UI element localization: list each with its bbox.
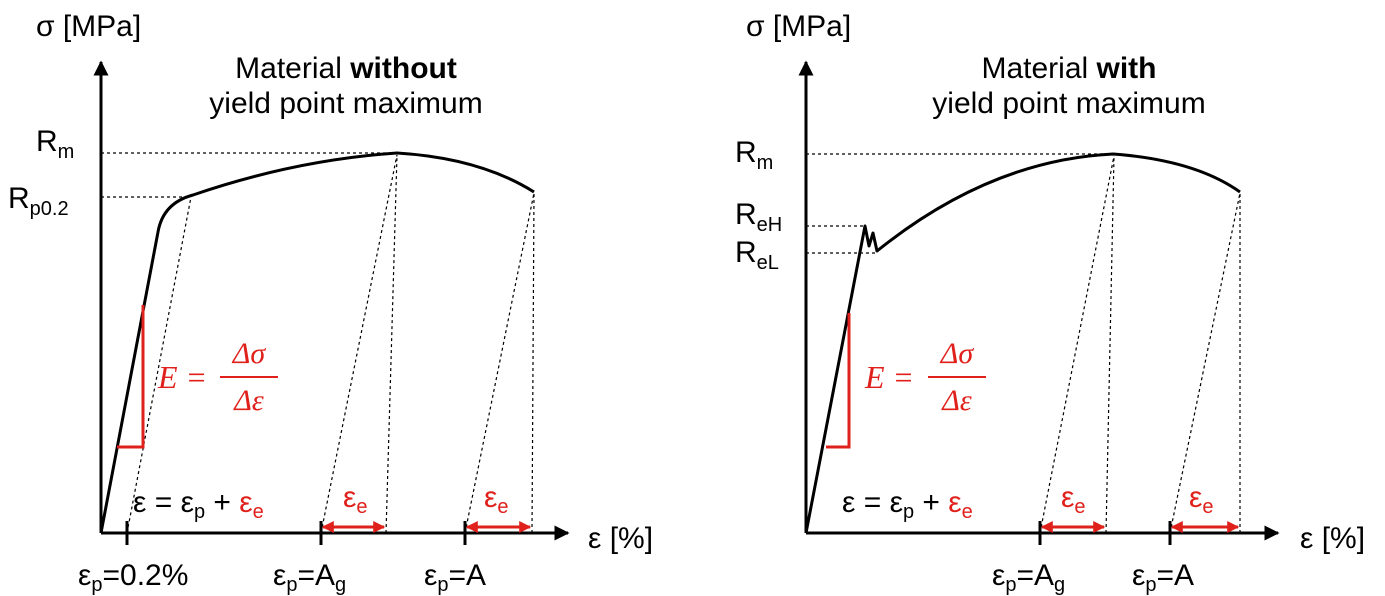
right-drop-ag (1105, 155, 1115, 534)
left-xlabel-02: εp=0.2% (78, 559, 188, 596)
right-modulus-numerator: Δσ (940, 337, 975, 370)
right-modulus-formula: E= (864, 359, 913, 395)
left-eps-e-label-2: εe (484, 481, 509, 518)
left-xlabel-ag: εp=Ag (273, 559, 346, 596)
left-strain-equation: ε = εp + εe (133, 486, 264, 523)
left-diagram: σ [MPa] ε [%] Material without yield poi… (8, 10, 653, 596)
right-label-reh: ReH (735, 198, 782, 236)
left-x-axis-label: ε [%] (588, 522, 653, 555)
right-title-line1: Material with (981, 52, 1156, 85)
right-xlabel-ag: εp=Ag (992, 559, 1065, 596)
left-unload-a (464, 192, 535, 534)
left-xlabel-a: εp=A (424, 559, 486, 596)
right-eps-e-label-1: εe (1061, 481, 1086, 518)
left-y-axis-label: σ [MPa] (36, 10, 141, 43)
left-title-line1: Material without (235, 52, 457, 85)
right-strain-equation: ε = εp + εe (842, 486, 973, 523)
right-modulus-triangle (826, 313, 851, 449)
left-modulus-denominator: Δε (233, 384, 264, 417)
right-y-axis-label: σ [MPa] (746, 10, 851, 43)
right-xlabel-a: εp=A (1132, 559, 1194, 596)
left-stress-strain-curve (99, 151, 535, 534)
left-unload-ag (320, 154, 398, 534)
left-modulus-numerator: Δσ (232, 337, 267, 370)
left-drop-ag (385, 154, 398, 534)
right-eps-e-label-2: εe (1189, 481, 1214, 518)
left-title-line2: yield point maximum (209, 87, 482, 120)
left-label-rm: Rm (36, 125, 74, 163)
left-eps-e-label-1: εe (343, 481, 368, 518)
left-label-rp02: Rp0.2 (8, 182, 69, 220)
right-modulus-denominator: Δε (941, 384, 972, 417)
right-title-line2: yield point maximum (932, 87, 1205, 120)
right-label-rel: ReL (735, 236, 779, 274)
right-diagram: σ [MPa] ε [%] Material with yield point … (735, 10, 1365, 596)
right-x-axis-label: ε [%] (1300, 522, 1365, 555)
left-modulus-formula: E= (157, 359, 206, 395)
right-unload-a (1169, 192, 1241, 534)
right-unload-ag (1039, 155, 1115, 534)
right-stress-strain-curve (804, 152, 1241, 534)
left-drop-a (531, 192, 535, 534)
right-label-rm: Rm (735, 136, 773, 174)
left-modulus-triangle (117, 305, 145, 449)
